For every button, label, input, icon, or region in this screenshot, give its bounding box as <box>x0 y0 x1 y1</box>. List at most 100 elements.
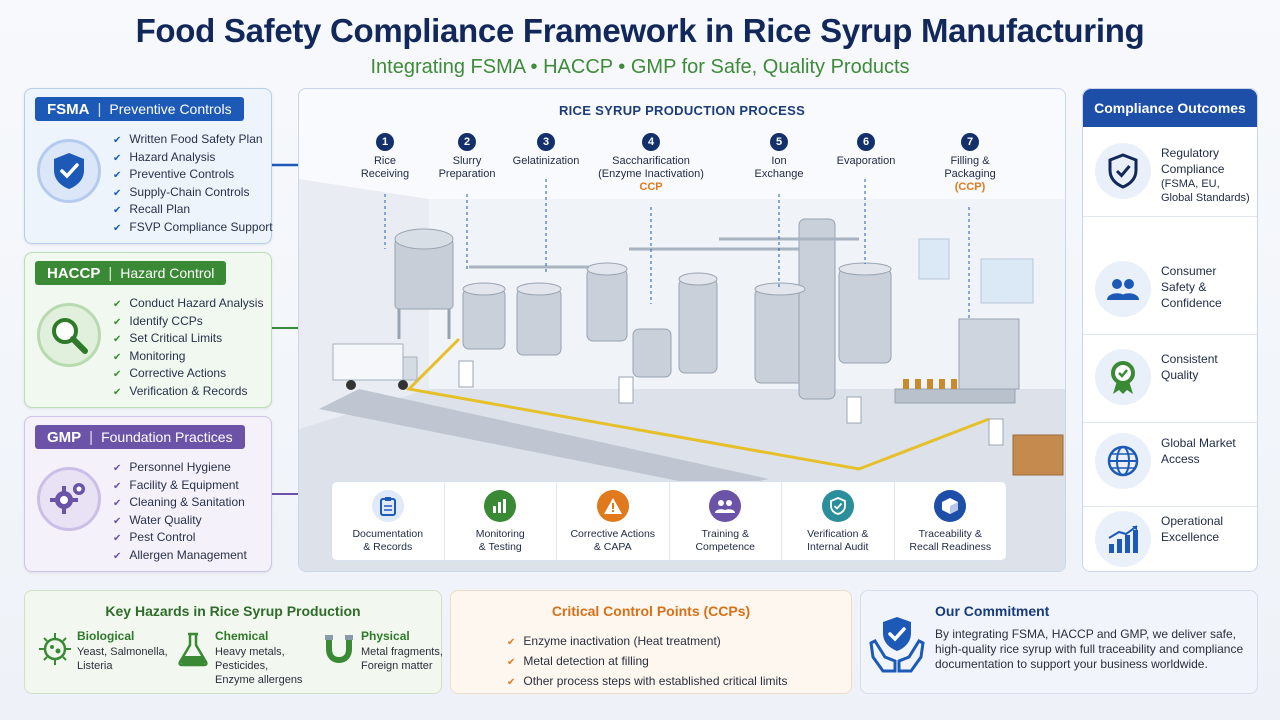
outcome-label: Operational Excellence <box>1161 514 1224 544</box>
haccp-list: Conduct Hazard Analysis Identify CCPs Se… <box>113 295 263 400</box>
element-label: Documentation & Records <box>352 528 424 553</box>
shield-check-icon <box>37 139 101 203</box>
people-icon <box>709 490 742 522</box>
list-item: Personnel Hygiene <box>113 459 247 477</box>
commitment-panel: Our Commitment By integrating FSMA, HACC… <box>860 590 1258 694</box>
haccp-header: HACCP | Hazard Control <box>35 261 227 285</box>
list-item: Metal detection at filling <box>507 651 787 671</box>
process-step: 7 Filling & Packaging (CCP) <box>915 133 1025 194</box>
outcome-text: Consistent Quality <box>1161 351 1253 383</box>
list-item: FSVP Compliance Support <box>113 219 272 237</box>
hazard-desc: Yeast, Salmonella, Listeria <box>77 646 168 672</box>
element-traceability: Traceability & Recall Readiness <box>895 482 1007 560</box>
ccp-marker: (CCP) <box>954 181 986 193</box>
element-label: Monitoring & Testing <box>475 528 525 553</box>
list-item: Water Quality <box>113 512 247 530</box>
list-item: Corrective Actions <box>113 365 263 383</box>
flask-icon <box>178 632 208 667</box>
list-item: Enzyme inactivation (Heat treatment) <box>507 631 787 651</box>
outcome-item: Consistent Quality <box>1083 339 1257 423</box>
warning-icon <box>596 490 629 522</box>
fsma-code: FSMA <box>47 100 90 118</box>
step-number: 4 <box>642 133 660 151</box>
element-label: Verification & Internal Audit <box>807 528 869 553</box>
fsma-list: Written Food Safety Plan Hazard Analysis… <box>113 131 273 237</box>
production-process-panel: RICE SYRUP PRODUCTION PROCESS 1 Rice Rec… <box>298 88 1066 572</box>
process-step: 6 Evaporation <box>811 133 921 168</box>
element-monitoring: Monitoring & Testing <box>445 482 557 560</box>
process-step: 3 Gelatinization <box>491 133 601 168</box>
step-label: Gelatinization <box>512 155 580 167</box>
globe-icon <box>1095 433 1151 489</box>
list-item: Pest Control <box>113 529 247 547</box>
list-item: Verification & Records <box>113 383 263 401</box>
element-label: Traceability & Recall Readiness <box>909 528 992 553</box>
magnet-icon <box>325 635 353 664</box>
step-label: Saccharification (Enzyme Inactivation) <box>598 155 704 180</box>
gmp-panel: GMP | Foundation Practices Personnel Hyg… <box>24 416 272 572</box>
outcome-text: Regulatory Compliance (FSMA, EU, Global … <box>1161 145 1253 205</box>
commitment-text: By integrating FSMA, HACCP and GMP, we d… <box>935 627 1244 671</box>
step-number: 7 <box>961 133 979 151</box>
gmp-name: Foundation Practices <box>101 429 233 445</box>
element-label: Training & Competence <box>695 528 756 553</box>
process-step: 1 Rice Receiving <box>330 133 440 181</box>
step-label: Evaporation <box>836 155 896 167</box>
hazard-desc: Heavy metals, Pesticides, Enzyme allerge… <box>215 646 303 686</box>
list-item: Identify CCPs <box>113 313 263 331</box>
outcome-item: Operational Excellence <box>1083 501 1257 585</box>
ccp-panel: Critical Control Points (CCPs) Enzyme in… <box>450 590 852 694</box>
outcome-label: Regulatory Compliance <box>1161 146 1225 176</box>
step-number: 3 <box>537 133 555 151</box>
element-training: Training & Competence <box>670 482 782 560</box>
gmp-code: GMP <box>47 428 82 446</box>
system-elements-bar: Documentation & Records Monitoring & Tes… <box>331 481 1007 561</box>
outcome-item: Consumer Safety & Confidence <box>1083 251 1257 335</box>
haccp-name: Hazard Control <box>120 265 215 281</box>
outcome-detail: (FSMA, EU, Global Standards) <box>1161 178 1250 204</box>
gmp-header: GMP | Foundation Practices <box>35 425 245 449</box>
clipboard-icon <box>371 490 404 522</box>
list-item: Set Critical Limits <box>113 330 263 348</box>
box-icon <box>934 490 967 522</box>
bar-chart-icon <box>484 490 517 522</box>
award-icon <box>1095 349 1151 405</box>
fsma-header: FSMA | Preventive Controls <box>35 97 244 121</box>
step-label: Filling & Packaging <box>944 155 996 180</box>
outcomes-title: Compliance Outcomes <box>1083 89 1257 127</box>
step-number: 6 <box>857 133 875 151</box>
list-item: Preventive Controls <box>113 166 273 184</box>
outcome-label: Consistent Quality <box>1161 352 1218 382</box>
list-item: Monitoring <box>113 348 263 366</box>
haccp-panel: HACCP | Hazard Control Conduct Hazard An… <box>24 252 272 408</box>
shield-check-icon <box>821 490 854 522</box>
hazard-name: Biological <box>77 629 135 643</box>
hazard-name: Physical <box>361 629 410 643</box>
step-number: 1 <box>376 133 394 151</box>
gears-icon <box>37 467 101 531</box>
key-hazards-panel: Key Hazards in Rice Syrup Production Bio… <box>24 590 443 694</box>
process-step: 4 Saccharification (Enzyme Inactivation)… <box>585 133 717 194</box>
element-corrective-actions: Corrective Actions & CAPA <box>557 482 670 560</box>
fsma-name: Preventive Controls <box>109 101 232 117</box>
step-label: Slurry Preparation <box>438 155 496 180</box>
step-number: 5 <box>770 133 788 151</box>
process-title: RICE SYRUP PRODUCTION PROCESS <box>558 103 806 118</box>
list-item: Other process steps with established cri… <box>507 671 787 691</box>
step-label: Rice Receiving <box>360 155 410 180</box>
ccp-list: Enzyme inactivation (Heat treatment) Met… <box>507 631 787 691</box>
ccp-title: Critical Control Points (CCPs) <box>551 603 751 619</box>
growth-chart-icon <box>1095 511 1151 567</box>
people-icon <box>1095 261 1151 317</box>
list-item: Written Food Safety Plan <box>113 131 273 149</box>
list-item: Recall Plan <box>113 201 273 219</box>
fsma-panel: FSMA | Preventive Controls Written Food … <box>24 88 273 244</box>
plant-illustration <box>299 179 1065 571</box>
hands-shield-icon <box>869 617 925 673</box>
gmp-list: Personnel Hygiene Facility & Equipment C… <box>113 459 247 564</box>
step-number: 2 <box>458 133 476 151</box>
outcome-item: Regulatory Compliance (FSMA, EU, Global … <box>1083 133 1257 217</box>
microbe-icon <box>39 633 71 665</box>
outcome-item: Global Market Access <box>1083 423 1257 507</box>
shield-check-icon <box>1095 143 1151 199</box>
